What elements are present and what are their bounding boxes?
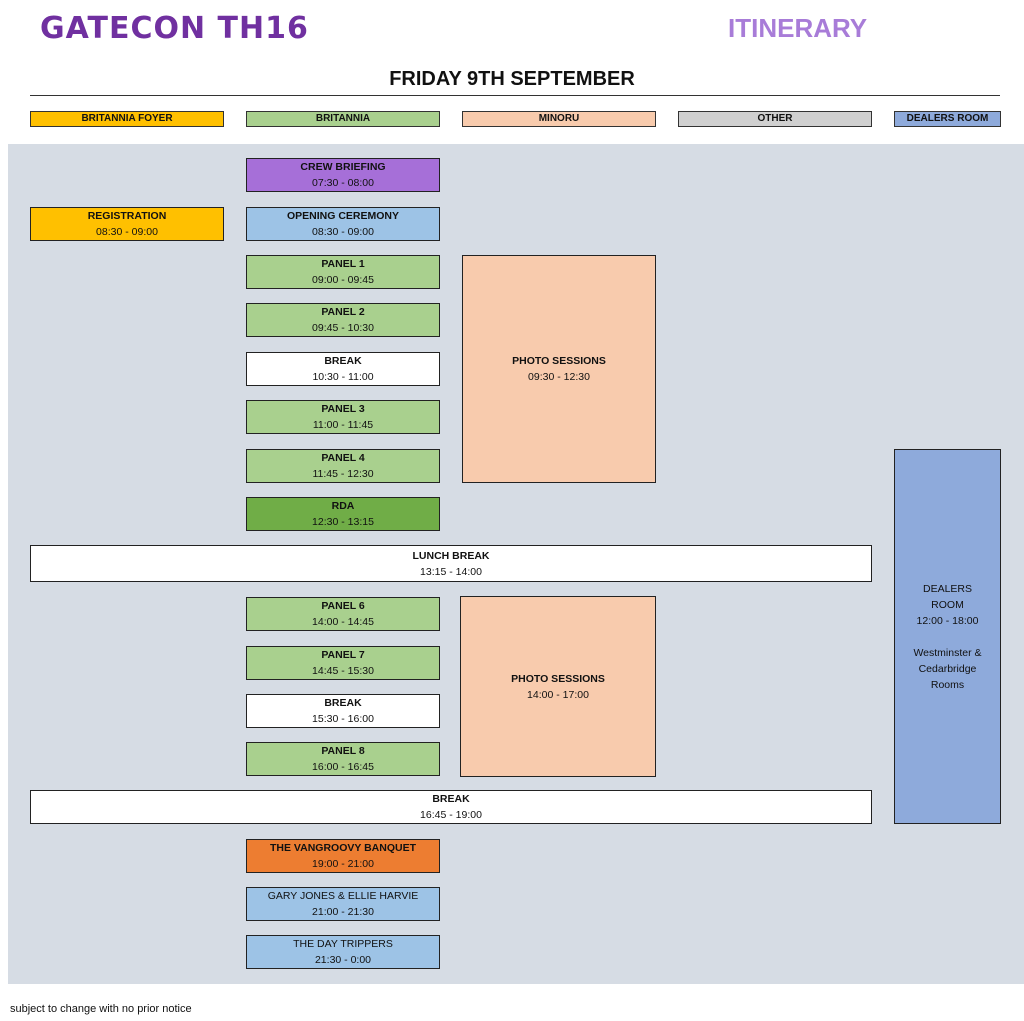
column-britannia: BRITANNIA	[246, 111, 440, 127]
event-time: 16:45 - 19:00	[420, 809, 482, 821]
event-time: 12:30 - 13:15	[312, 516, 374, 528]
event-time: 11:00 - 11:45	[312, 419, 374, 431]
event-break-3[interactable]: BREAK 16:45 - 19:00	[30, 790, 872, 824]
event-break-2[interactable]: BREAK 15:30 - 16:00	[246, 694, 440, 728]
event-panel-3[interactable]: PANEL 3 11:00 - 11:45	[246, 400, 440, 434]
event-lunch-break[interactable]: LUNCH BREAK 13:15 - 14:00	[30, 545, 872, 582]
event-title: CREW BRIEFING	[300, 161, 386, 173]
event-time: 13:15 - 14:00	[420, 565, 482, 578]
dealers-time: 12:00 - 18:00	[916, 614, 979, 627]
event-panel-8[interactable]: PANEL 8 16:00 - 16:45	[246, 742, 440, 776]
event-title: PANEL 1	[321, 258, 365, 270]
dealers-title-line2: ROOM	[931, 598, 964, 611]
itinerary-title: ITINERARY	[728, 13, 868, 43]
event-panel-2[interactable]: PANEL 2 09:45 - 10:30	[246, 303, 440, 337]
column-dealers-room: DEALERS ROOM	[894, 111, 1001, 127]
title-divider	[30, 95, 1000, 96]
event-title: THE VANGROOVY BANQUET	[269, 842, 417, 854]
event-time: 09:00 - 09:45	[312, 274, 374, 286]
event-panel-7[interactable]: PANEL 7 14:45 - 15:30	[246, 646, 440, 680]
event-title: BREAK	[324, 697, 362, 709]
event-time: 14:45 - 15:30	[312, 665, 374, 677]
event-time: 09:45 - 10:30	[312, 322, 374, 334]
event-opening-ceremony[interactable]: OPENING CEREMONY 08:30 - 09:00	[246, 207, 440, 241]
dealers-location-line2: Cedarbridge	[918, 662, 977, 675]
event-title: PHOTO SESSIONS	[512, 355, 606, 367]
event-time: 11:45 - 12:30	[312, 468, 374, 480]
event-registration[interactable]: REGISTRATION 08:30 - 09:00	[30, 207, 224, 241]
event-panel-1[interactable]: PANEL 1 09:00 - 09:45	[246, 255, 440, 289]
event-rda[interactable]: RDA 12:30 - 13:15	[246, 497, 440, 531]
column-minoru: MINORU	[462, 111, 656, 127]
event-day-trippers[interactable]: THE DAY TRIPPERS 21:30 - 0:00	[246, 935, 440, 969]
logo: GATECON TH16	[40, 11, 309, 46]
event-title: PHOTO SESSIONS	[511, 672, 605, 685]
event-time: 21:00 - 21:30	[312, 906, 374, 918]
dealers-location-line1: Westminster &	[913, 646, 982, 659]
event-photo-sessions-morning[interactable]: PHOTO SESSIONS 09:30 - 12:30	[462, 255, 656, 483]
dealers-location-line3: Rooms	[930, 678, 965, 691]
event-dealers-room[interactable]: DEALERS ROOM 12:00 - 18:00 Westminster &…	[894, 449, 1001, 824]
event-time: 15:30 - 16:00	[312, 713, 374, 725]
event-crew-briefing[interactable]: CREW BRIEFING 07:30 - 08:00	[246, 158, 440, 192]
event-time: 14:00 - 14:45	[312, 616, 374, 628]
event-panel-6[interactable]: PANEL 6 14:00 - 14:45	[246, 597, 440, 631]
day-title: FRIDAY 9TH SEPTEMBER	[389, 68, 635, 90]
column-britannia-foyer: BRITANNIA FOYER	[30, 111, 224, 127]
event-break-1[interactable]: BREAK 10:30 - 11:00	[246, 352, 440, 386]
event-time: 14:00 - 17:00	[527, 688, 589, 701]
event-photo-sessions-afternoon[interactable]: PHOTO SESSIONS 14:00 - 17:00	[460, 596, 656, 777]
event-title: PANEL 3	[321, 403, 365, 415]
event-time: 08:30 - 09:00	[96, 226, 158, 238]
event-title: PANEL 7	[321, 649, 365, 661]
column-other: OTHER	[678, 111, 872, 127]
event-title: PANEL 8	[321, 745, 365, 757]
event-title: REGISTRATION	[87, 210, 167, 222]
event-title: PANEL 2	[321, 306, 365, 318]
event-time: 08:30 - 09:00	[312, 226, 374, 238]
event-vangroovy-banquet[interactable]: THE VANGROOVY BANQUET 19:00 - 21:00	[246, 839, 440, 873]
disclaimer-note: subject to change with no prior notice	[10, 1003, 192, 1015]
event-title: BREAK	[432, 793, 470, 805]
event-time: 09:30 - 12:30	[528, 371, 590, 383]
event-title: PANEL 6	[321, 600, 365, 612]
event-time: 10:30 - 11:00	[312, 371, 374, 383]
event-title: PANEL 4	[321, 452, 365, 464]
dealers-title-line1: DEALERS	[922, 582, 973, 595]
event-time: 07:30 - 08:00	[312, 177, 374, 189]
event-time: 21:30 - 0:00	[314, 954, 372, 966]
event-title: BREAK	[324, 355, 362, 367]
event-time: 19:00 - 21:00	[312, 858, 374, 870]
event-gary-jones-ellie-harvie[interactable]: GARY JONES & ELLIE HARVIE 21:00 - 21:30	[246, 887, 440, 921]
event-title: OPENING CEREMONY	[286, 210, 399, 222]
event-panel-4[interactable]: PANEL 4 11:45 - 12:30	[246, 449, 440, 483]
event-time: 16:00 - 16:45	[312, 761, 374, 773]
event-title: THE DAY TRIPPERS	[293, 938, 393, 950]
event-title: GARY JONES & ELLIE HARVIE	[267, 890, 419, 902]
event-title: LUNCH BREAK	[412, 549, 490, 562]
event-title: RDA	[331, 500, 355, 512]
